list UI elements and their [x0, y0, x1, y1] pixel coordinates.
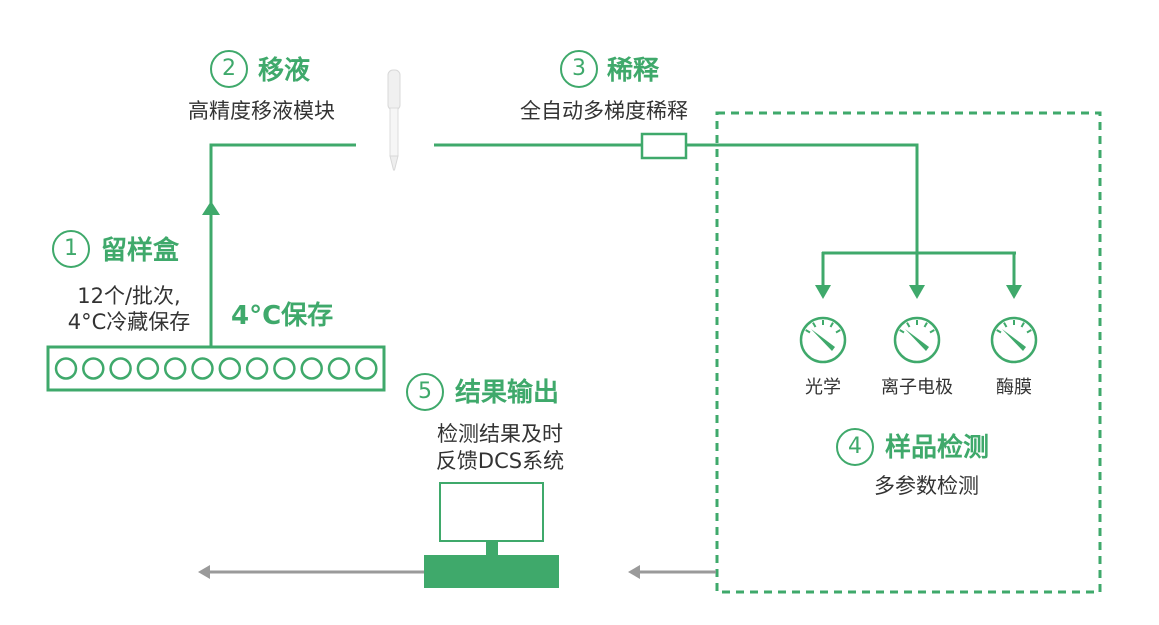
sample-slot [300, 357, 323, 380]
sample-slot [109, 357, 132, 380]
arrow-down-icon [909, 285, 925, 299]
step4-number: 4 [836, 428, 874, 466]
step1-number: 1 [52, 230, 90, 268]
sensor-label-ion: 离子电极 [881, 377, 953, 398]
arrow-down-icon [1006, 285, 1022, 299]
gauge-icon [893, 316, 941, 364]
branch-enzyme [1006, 252, 1022, 299]
sample-box [46, 345, 386, 392]
step3-number: 3 [560, 50, 598, 88]
pipette-icon [387, 69, 401, 171]
step2-subtitle: 高精度移液模块 [188, 99, 335, 123]
sample-slot [327, 357, 351, 380]
sensor-label-enzyme: 酶膜 [996, 377, 1032, 398]
sample-slot [82, 357, 105, 380]
step4-subtitle: 多参数检测 [874, 474, 979, 498]
sensor-label-optical: 光学 [805, 377, 841, 398]
step4-title: 样品检测 [885, 433, 990, 463]
arrow-left-icon [628, 565, 640, 579]
step1-line2: 4°C冷藏保存 [67, 310, 191, 334]
step5-title: 结果输出 [455, 378, 560, 408]
detection-area [715, 111, 1102, 594]
step5-line2: 反馈DCS系统 [435, 449, 565, 473]
step5-number: 5 [406, 373, 444, 411]
sample-slot [54, 357, 78, 380]
sample-slot [218, 357, 242, 380]
branch-ion [909, 252, 925, 299]
gauge-icon [799, 316, 847, 364]
sample-slot [273, 357, 296, 380]
sample-slot [163, 357, 187, 380]
dilution-module [640, 132, 688, 160]
branch-optical [815, 252, 831, 299]
step3-title: 稀释 [607, 56, 660, 86]
sample-slot [245, 357, 269, 380]
step1-note: 4°C保存 [231, 301, 334, 331]
step2-number: 2 [210, 50, 248, 88]
step1-line1: 12个/批次, [77, 284, 181, 308]
sample-slot [136, 357, 160, 380]
monitor-icon [424, 482, 559, 588]
gauge-icon [990, 316, 1038, 364]
step5-line1: 检测结果及时 [437, 422, 563, 446]
arrow-left-icon [198, 565, 210, 579]
sample-slot [191, 357, 214, 380]
step3-subtitle: 全自动多梯度稀释 [520, 99, 688, 123]
step2-title: 移液 [258, 56, 311, 86]
arrow-down-icon [815, 285, 831, 299]
step1-title: 留样盒 [101, 236, 180, 266]
sample-slot [355, 357, 378, 380]
